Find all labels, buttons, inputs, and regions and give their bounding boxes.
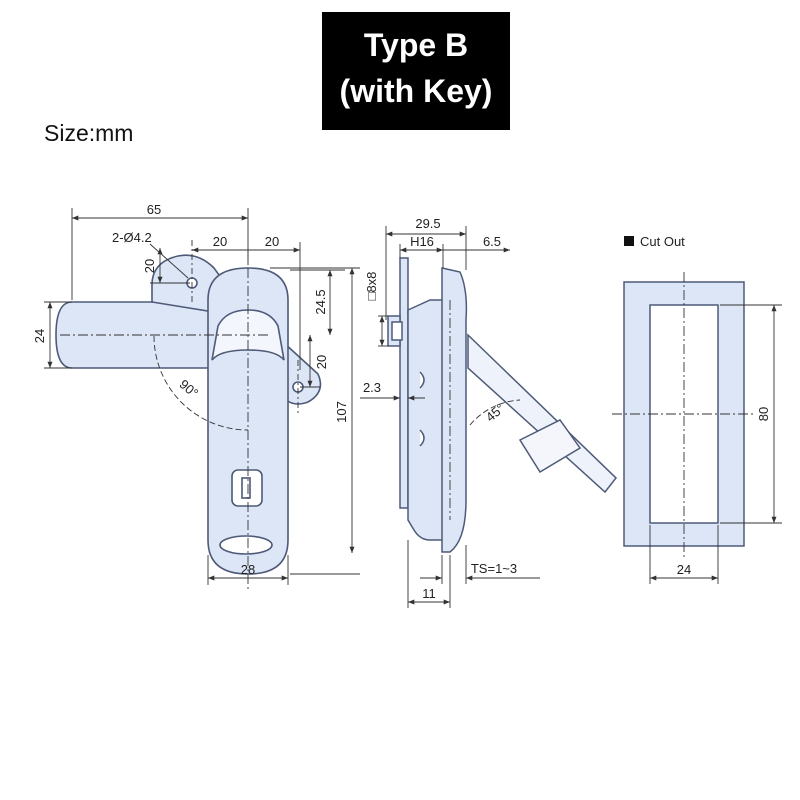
dim-angle-90: 90° [177, 376, 202, 400]
dim-width-total: 65 [147, 202, 161, 217]
dim-top-left: 20 [213, 234, 227, 249]
dim-hole: 2-Ø4.2 [112, 230, 152, 245]
dim-29-5: 29.5 [415, 216, 440, 231]
cutout-square-marker [624, 236, 634, 246]
front-plate [441, 267, 468, 553]
dim-11: 11 [422, 586, 436, 601]
dim-h16: H16 [410, 234, 434, 249]
front-view-dimensions [44, 208, 360, 590]
cutout-labels: 80 24 [677, 407, 771, 577]
cutout-label: Cut Out [640, 234, 685, 249]
dim-height-total: 107 [334, 401, 349, 423]
front-view [55, 254, 322, 575]
dim-body-width: 28 [241, 562, 255, 577]
dim-handle-height: 24 [32, 329, 47, 343]
side-view-labels: 29.5 H16 6.5 □8x8 2.3 45° TS=1~3 11 [363, 216, 517, 601]
keyhole-slot [241, 477, 251, 499]
housing-notch-1 [419, 371, 425, 389]
panel-plate [399, 257, 409, 509]
dim-2-3: 2.3 [363, 380, 381, 395]
dim-cutout-width: 24 [677, 562, 691, 577]
title-box: Type B (with Key) [322, 12, 510, 130]
handle-grip [518, 419, 582, 474]
dim-side-20: 20 [314, 355, 329, 369]
size-unit-label: Size:mm [44, 120, 134, 146]
cutout-dimensions [612, 272, 782, 584]
housing-notch-2 [419, 429, 425, 447]
dim-top-right: 20 [265, 234, 279, 249]
bottom-oval [219, 535, 273, 555]
dim-cutout-height: 80 [756, 407, 771, 421]
title-line-1: Type B [363, 27, 469, 63]
dim-ts: TS=1~3 [471, 561, 517, 576]
dim-6-5: 6.5 [483, 234, 501, 249]
shaft-nut [391, 321, 403, 341]
title-line-2: (with Key) [339, 73, 493, 109]
side-view [387, 257, 618, 553]
dim-vertical-20: 20 [142, 259, 157, 273]
lock-housing [407, 299, 446, 541]
dim-angle-45: 45° [483, 400, 508, 424]
dim-square: □8x8 [364, 272, 379, 301]
side-view-dimensions [360, 226, 540, 608]
dim-24-5: 24.5 [313, 289, 328, 314]
